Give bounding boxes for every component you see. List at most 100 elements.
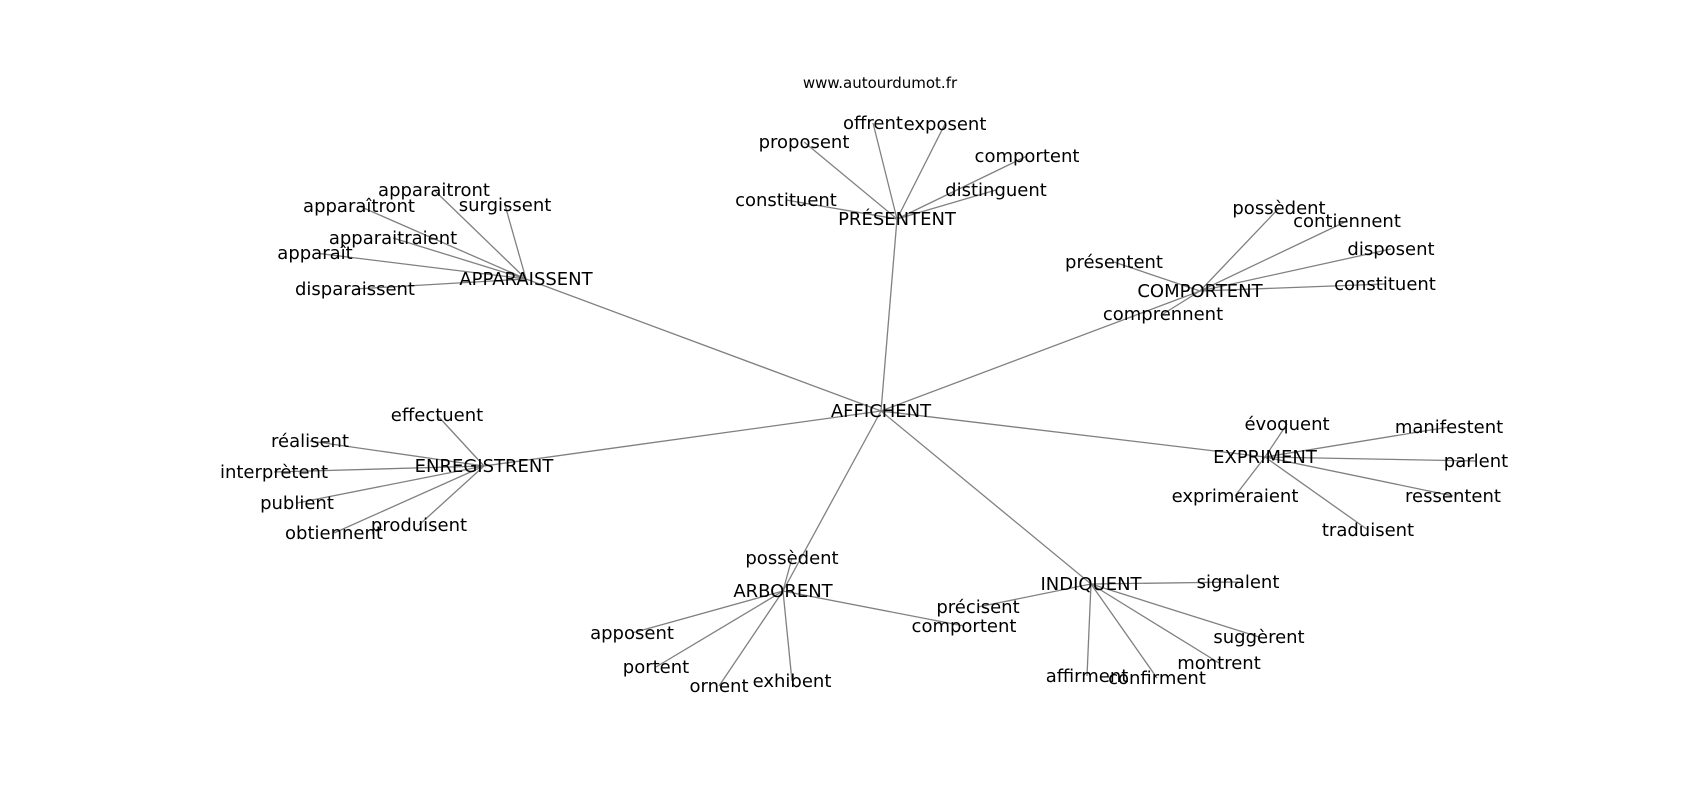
leaf-word: contiennent: [1293, 211, 1401, 232]
edge-center-hub: [880, 410, 1092, 585]
leaf-word: confirment: [1108, 668, 1206, 689]
leaf-word: parlent: [1444, 451, 1508, 472]
edge-hub-leaf: [1264, 456, 1369, 531]
edge-hub-leaf: [436, 414, 485, 467]
leaf-word: proposent: [759, 132, 850, 153]
leaf-word: disposent: [1347, 239, 1434, 260]
edge-center-hub: [525, 278, 882, 412]
edge-hub-leaf: [1113, 261, 1201, 292]
edge-hub-leaf: [309, 440, 485, 467]
edge-hub-leaf: [782, 590, 793, 682]
edge-hub-leaf: [433, 189, 527, 280]
edge-hub-leaf: [785, 199, 898, 220]
edge-hub-leaf: [782, 590, 965, 627]
edge-hub-leaf: [1264, 426, 1450, 458]
hub-word: ENREGISTRENT: [415, 456, 555, 477]
edge-hub-leaf: [896, 155, 1028, 220]
leaf-word: surgissent: [459, 195, 552, 216]
leaf-word: manifestent: [1395, 417, 1503, 438]
edge-hub-leaf: [1234, 456, 1266, 497]
leaf-word: constituent: [1334, 274, 1436, 295]
leaf-word: exhibent: [753, 671, 832, 692]
leaf-word: comportent: [912, 616, 1017, 637]
center-word: AFFICHENT: [831, 401, 932, 422]
edge-hub-leaf: [1264, 423, 1288, 458]
leaf-word: offrent: [843, 113, 903, 134]
leaf-word: apparaîtront: [303, 196, 415, 217]
edge-hub-leaf: [1090, 583, 1158, 679]
leaf-word: traduisent: [1322, 520, 1414, 541]
edge-center-hub: [880, 290, 1201, 412]
edge-hub-leaf: [1264, 456, 1454, 497]
leaf-word: apparaitraient: [329, 228, 457, 249]
leaf-word: affirment: [1046, 666, 1129, 687]
leaf-word: suggèrent: [1213, 627, 1304, 648]
hub-word: APPARAISSENT: [459, 269, 593, 290]
edge-hub-leaf: [1199, 283, 1386, 292]
leaf-word: présentent: [1065, 252, 1163, 273]
edge-hub-leaf: [1090, 583, 1260, 638]
leaf-word: montrent: [1177, 653, 1261, 674]
edge-hub-leaf: [1199, 207, 1280, 292]
leaf-word: distinguent: [945, 180, 1047, 201]
edge-center-hub: [483, 410, 882, 467]
leaf-word: interprètent: [220, 462, 328, 483]
edge-hub-leaf: [1090, 581, 1239, 585]
edge-center-hub: [880, 410, 1266, 458]
leaf-word: précisent: [936, 597, 1019, 618]
leaf-word: comprennent: [1103, 304, 1223, 325]
edge-hub-leaf: [896, 123, 946, 220]
edge-hub-leaf: [504, 204, 527, 280]
edge-hub-leaf: [1199, 220, 1348, 292]
hub-word: COMPORTENT: [1137, 281, 1263, 302]
edge-hub-leaf: [896, 189, 997, 220]
hub-word: EXPRIMENT: [1213, 447, 1318, 468]
leaf-word: exposent: [904, 114, 987, 135]
edge-center-hub: [880, 218, 898, 412]
leaf-word: comportent: [975, 146, 1080, 167]
edge-hub-leaf: [333, 465, 485, 534]
hub-word: INDIQUENT: [1040, 574, 1142, 595]
edge-hub-leaf: [782, 557, 793, 592]
leaf-word: possèdent: [745, 548, 838, 569]
edge-hub-leaf: [803, 141, 898, 220]
leaf-word: disparaissent: [295, 279, 415, 300]
leaf-word: ressentent: [1405, 486, 1501, 507]
edge-hub-leaf: [1086, 583, 1092, 677]
leaf-word: apparaitront: [378, 180, 490, 201]
hub-word: ARBORENT: [733, 581, 833, 602]
edge-hub-leaf: [392, 237, 527, 280]
leaf-word: signalent: [1197, 572, 1280, 593]
leaf-word: portent: [623, 657, 689, 678]
edges: [273, 122, 1477, 687]
edge-hub-leaf: [1162, 290, 1201, 315]
hub-word: PRÉSENTENT: [838, 208, 957, 230]
leaf-word: effectuent: [391, 405, 483, 426]
edge-hub-leaf: [655, 590, 784, 668]
edge-hub-leaf: [977, 583, 1092, 608]
leaf-word: produisent: [371, 515, 467, 536]
edge-hub-leaf: [358, 205, 527, 280]
leaf-word: possèdent: [1232, 198, 1325, 219]
leaf-word: apposent: [590, 623, 674, 644]
edge-hub-leaf: [314, 252, 527, 280]
edge-hub-leaf: [718, 590, 784, 687]
edge-hub-leaf: [631, 590, 784, 634]
edge-hub-leaf: [1264, 456, 1477, 462]
leaf-word: évoquent: [1244, 414, 1329, 435]
edge-hub-leaf: [1090, 583, 1220, 664]
edge-hub-leaf: [296, 465, 485, 504]
leaf-word: exprimeraient: [1172, 486, 1299, 507]
edge-hub-leaf: [354, 278, 527, 290]
edge-hub-leaf: [872, 122, 898, 220]
edge-hub-leaf: [273, 465, 485, 473]
edge-hub-leaf: [418, 465, 485, 526]
edge-center-hub: [782, 410, 882, 592]
source-label: www.autourdumot.fr: [803, 74, 958, 92]
leaf-word: obtiennent: [285, 523, 383, 544]
leaf-word: apparaît: [277, 243, 352, 264]
edge-hub-leaf: [1199, 248, 1392, 292]
leaf-word: publient: [260, 493, 334, 514]
